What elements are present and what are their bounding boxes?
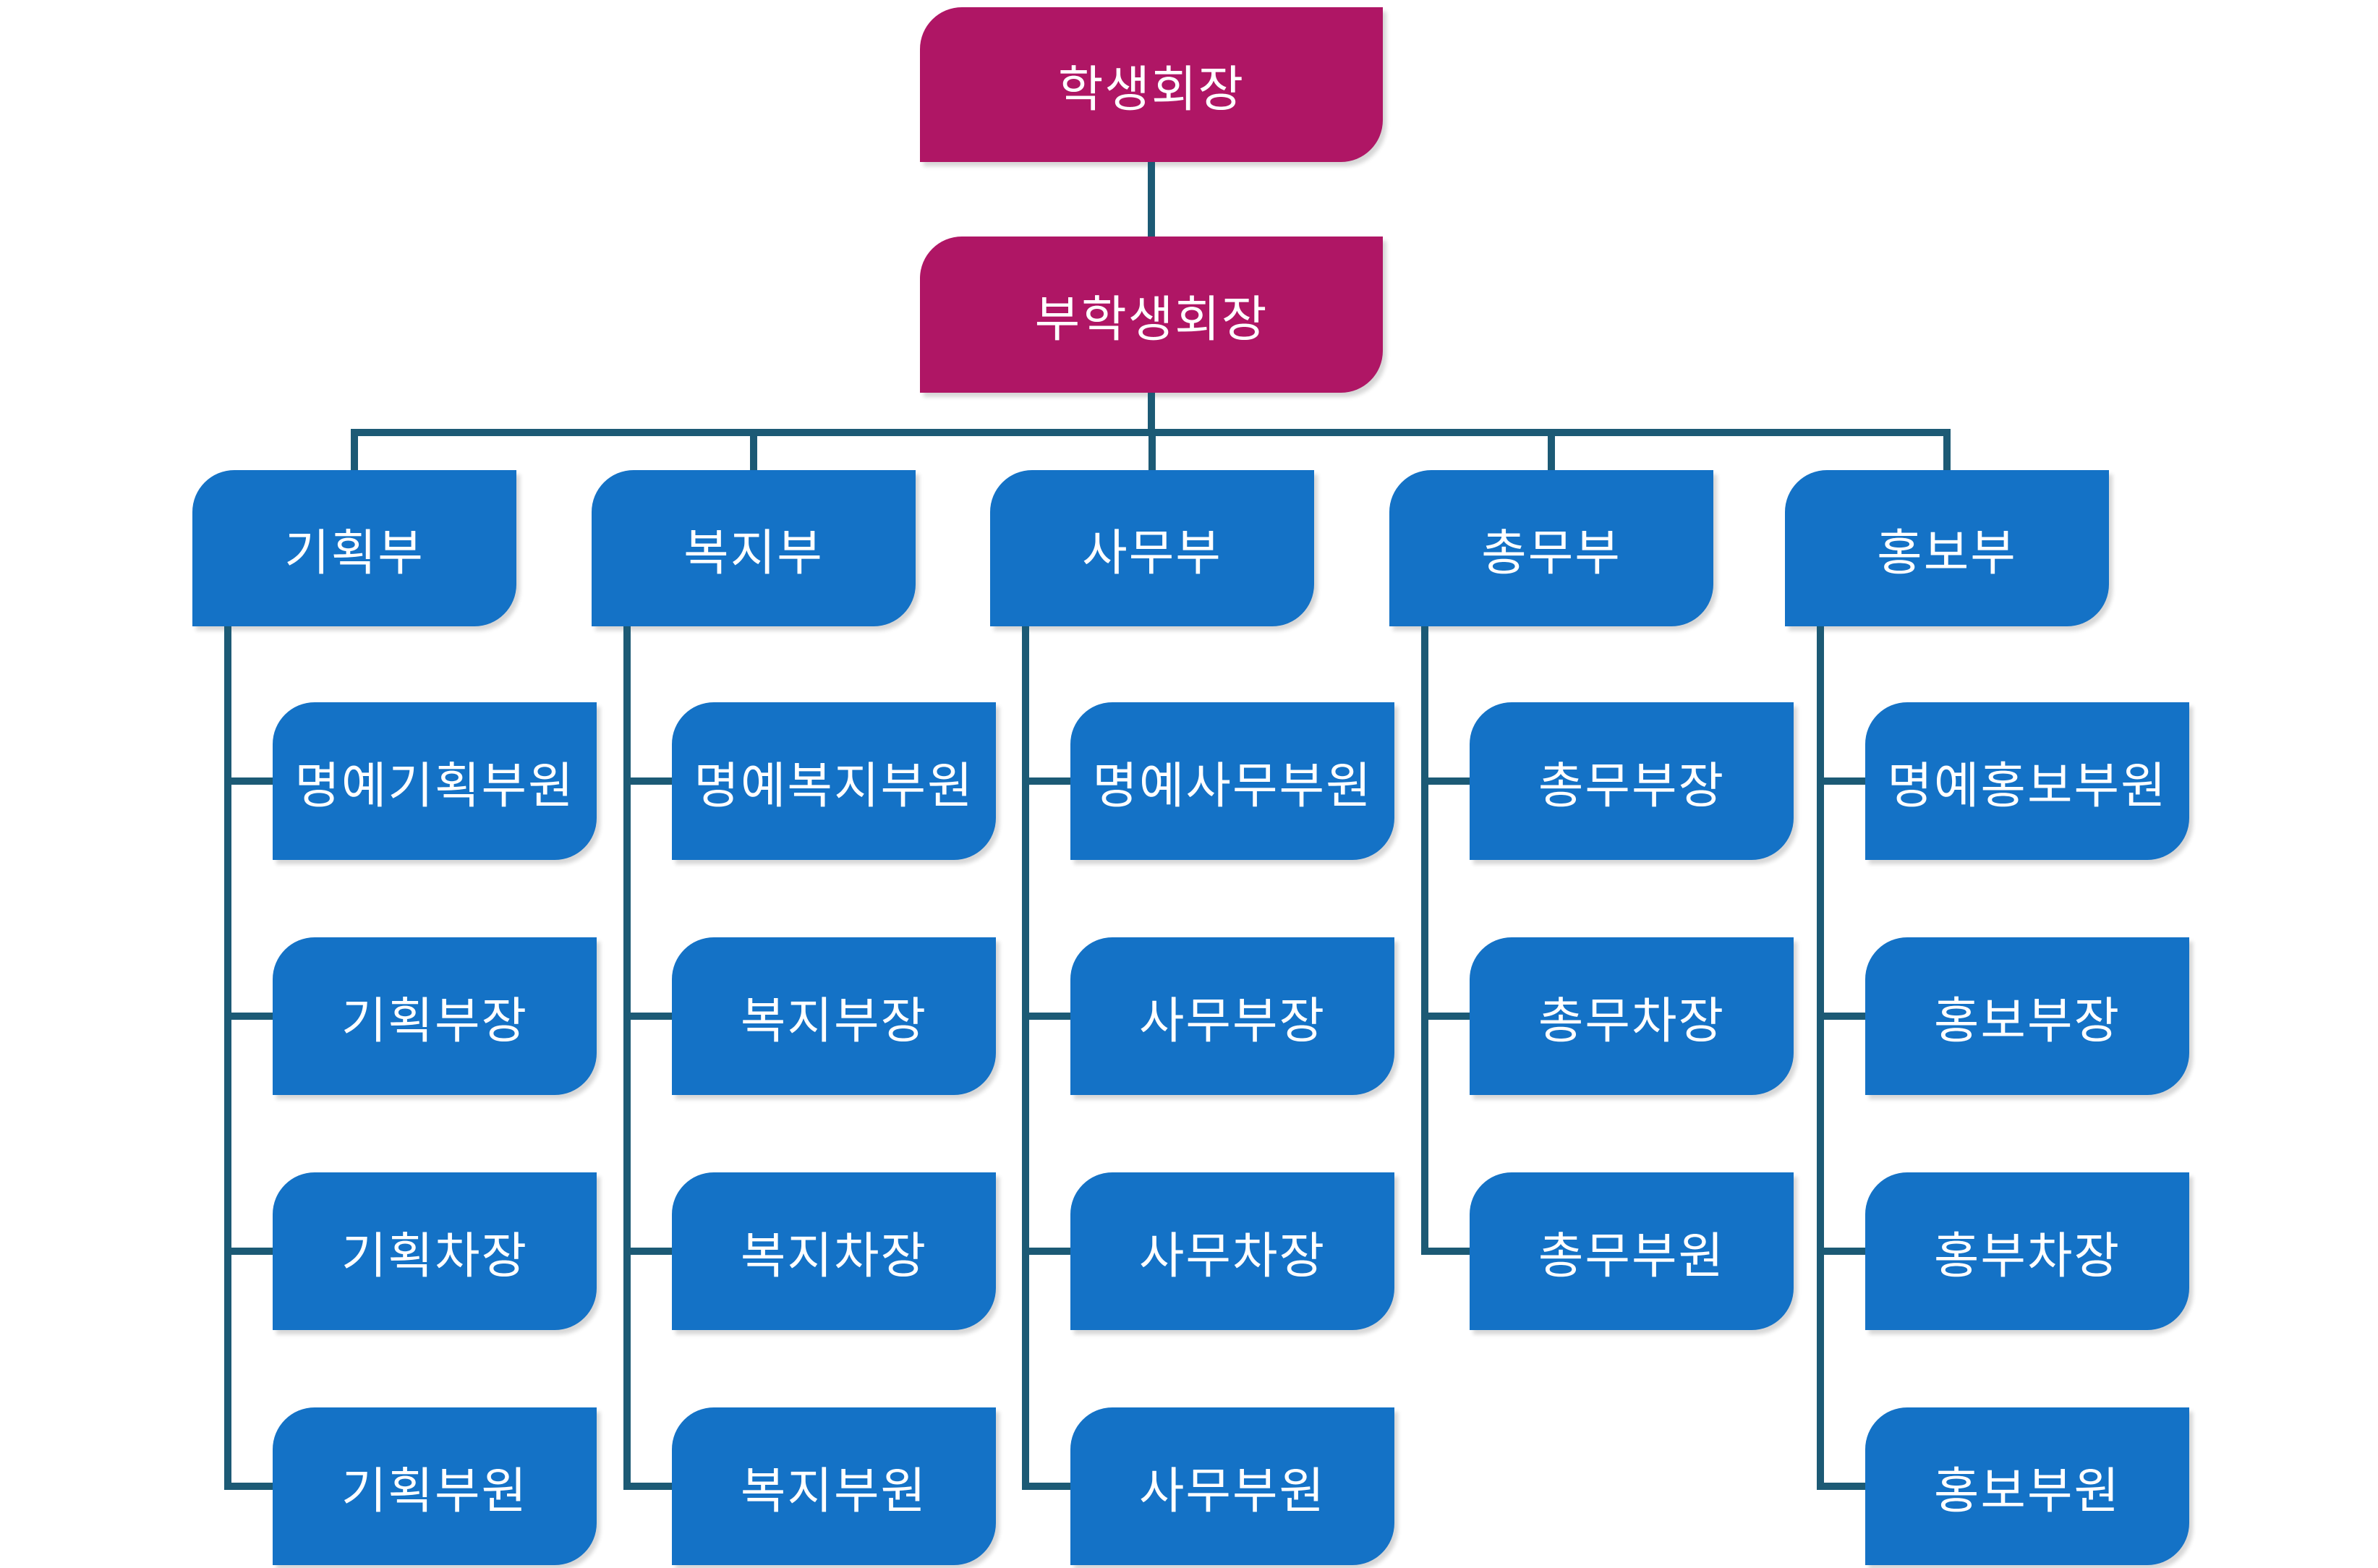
- child-node-planning-2: 기획차장: [273, 1172, 597, 1330]
- tick-office-0: [1022, 777, 1074, 785]
- spine-col-public-relations: [1817, 626, 1824, 1490]
- child-node-planning-1: 기획부장: [273, 937, 597, 1095]
- child-node-office-0: 명예사무부원: [1070, 702, 1394, 860]
- dept-node-welfare: 복지부: [592, 470, 916, 626]
- tick-planning-3: [224, 1483, 276, 1490]
- tick-public-relations-3: [1817, 1483, 1869, 1490]
- spine-col-office: [1022, 626, 1029, 1490]
- child-node-welfare-3: 복지부원: [672, 1407, 996, 1565]
- dept-node-public-relations: 홍보부: [1785, 470, 2109, 626]
- stub-dept-general-affairs: [1548, 429, 1555, 472]
- stub-dept-office: [1148, 429, 1156, 472]
- stub-dept-public-relations: [1943, 429, 1951, 472]
- tick-office-1: [1022, 1013, 1074, 1020]
- child-node-public-relations-0: 명예홍보부원: [1865, 702, 2189, 860]
- tick-office-2: [1022, 1248, 1074, 1255]
- child-node-public-relations-2: 홍부차장: [1865, 1172, 2189, 1330]
- tick-general-affairs-2: [1421, 1248, 1473, 1255]
- tick-welfare-1: [623, 1013, 676, 1020]
- tick-planning-1: [224, 1013, 276, 1020]
- spine-col-welfare: [623, 626, 631, 1490]
- tick-welfare-2: [623, 1248, 676, 1255]
- node-student-president: 학생회장: [920, 7, 1383, 162]
- tick-planning-2: [224, 1248, 276, 1255]
- child-node-welfare-2: 복지차장: [672, 1172, 996, 1330]
- node-vice-president: 부학생회장: [920, 237, 1383, 393]
- tick-public-relations-0: [1817, 777, 1869, 785]
- child-node-planning-3: 기획부원: [273, 1407, 597, 1565]
- child-node-welfare-0: 명예복지부원: [672, 702, 996, 860]
- tick-planning-0: [224, 777, 276, 785]
- connector-vice-bus: [1148, 393, 1155, 433]
- child-node-general-affairs-1: 총무차장: [1470, 937, 1794, 1095]
- dept-node-planning: 기획부: [192, 470, 516, 626]
- child-node-welfare-1: 복지부장: [672, 937, 996, 1095]
- stub-dept-planning: [351, 429, 358, 472]
- tick-general-affairs-1: [1421, 1013, 1473, 1020]
- child-node-general-affairs-0: 총무부장: [1470, 702, 1794, 860]
- spine-col-planning: [224, 626, 231, 1490]
- child-node-office-3: 사무부원: [1070, 1407, 1394, 1565]
- spine-col-general-affairs: [1421, 626, 1428, 1255]
- tick-public-relations-1: [1817, 1013, 1869, 1020]
- child-node-office-2: 사무차장: [1070, 1172, 1394, 1330]
- dept-node-office: 사무부: [990, 470, 1314, 626]
- tick-welfare-3: [623, 1483, 676, 1490]
- child-node-public-relations-1: 홍보부장: [1865, 937, 2189, 1095]
- child-node-office-1: 사무부장: [1070, 937, 1394, 1095]
- connector-president-vice: [1148, 162, 1155, 237]
- child-node-public-relations-3: 홍보부원: [1865, 1407, 2189, 1565]
- tick-general-affairs-0: [1421, 777, 1473, 785]
- tick-office-3: [1022, 1483, 1074, 1490]
- child-node-planning-0: 명예기획부원: [273, 702, 597, 860]
- dept-node-general-affairs: 총무부: [1389, 470, 1713, 626]
- child-node-general-affairs-2: 총무부원: [1470, 1172, 1794, 1330]
- stub-dept-welfare: [750, 429, 757, 472]
- tick-welfare-0: [623, 777, 676, 785]
- tick-public-relations-2: [1817, 1248, 1869, 1255]
